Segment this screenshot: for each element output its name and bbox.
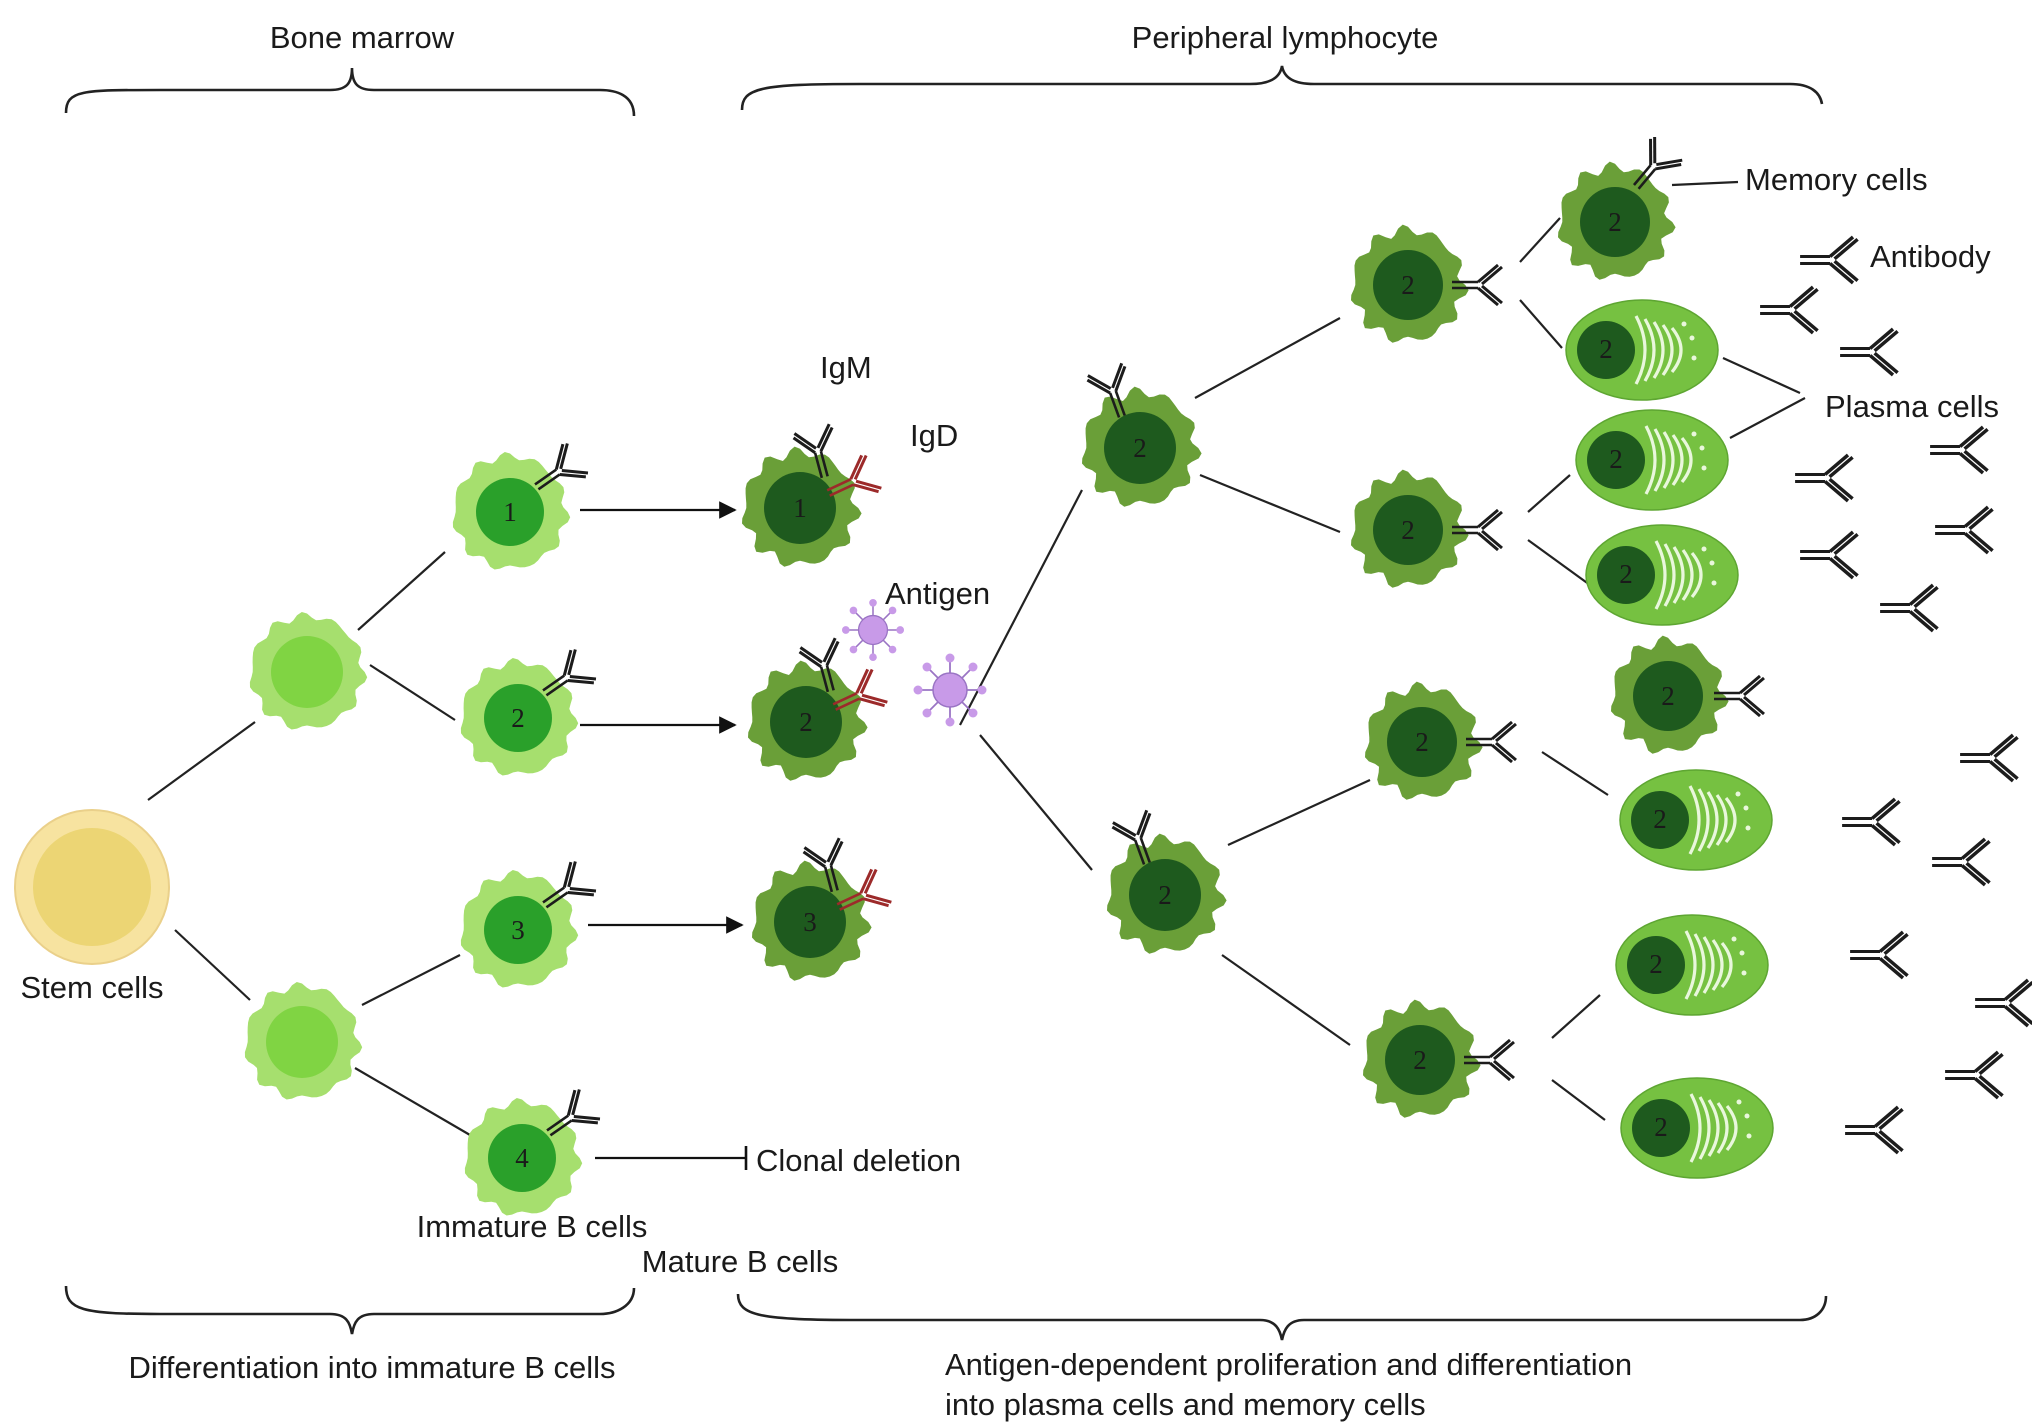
bone-marrow-label: Bone marrow (270, 20, 455, 55)
free-antibody-2 (1758, 285, 1820, 335)
progenitor-cell-upper (249, 612, 368, 730)
free-antibody-12 (1848, 930, 1910, 980)
daughter-b-cell-1-number: 2 (1401, 270, 1415, 300)
mature-b-cell-1: 1 (742, 422, 884, 567)
brace-proliferation (736, 1293, 1828, 1341)
memory-cell-1-number: 2 (1608, 207, 1622, 237)
free-antibody-14 (1943, 1050, 2005, 1100)
activated-b-cell-1: 2 (1082, 361, 1202, 507)
mature-b-cell-2-number: 2 (799, 707, 813, 737)
memory-cell-2: 2 (1611, 635, 1766, 754)
mature-b-cell-3: 3 (752, 836, 894, 981)
plasma-cell-6: 2 (1620, 1077, 1774, 1179)
free-antibody-6 (1798, 530, 1860, 580)
antibody-label: Antibody (1870, 239, 1991, 274)
brace-bone-marrow (64, 67, 636, 117)
free-antibody-1 (1798, 235, 1860, 285)
plasma-cell-2-number: 2 (1609, 444, 1623, 474)
brace-differentiation (64, 1285, 636, 1335)
brace-peripheral (740, 65, 1824, 111)
daughter-b-cell-4-number: 2 (1413, 1045, 1427, 1075)
immature-b-cell-2: 2 (460, 646, 599, 776)
mature-b-cell-3-number: 3 (803, 907, 817, 937)
plasma-cell-2: 2 (1575, 409, 1729, 511)
clonal-deletion-label: Clonal deletion (756, 1143, 961, 1178)
daughter-b-cell-3-number: 2 (1415, 727, 1429, 757)
free-antibody-5 (1928, 425, 1990, 475)
activated-b-cell-2: 2 (1107, 808, 1227, 954)
connector-lines (147, 180, 1806, 1136)
plasma-cell-1: 2 (1565, 299, 1719, 401)
immature-b-cell-4-number: 4 (515, 1143, 529, 1173)
antigen-large (912, 652, 988, 728)
free-antibody-15 (1843, 1105, 1905, 1155)
daughter-b-cell-2-number: 2 (1401, 515, 1415, 545)
progenitor-cell-lower (244, 982, 363, 1100)
plasma-cell-3-number: 2 (1619, 559, 1633, 589)
immature-b-cells-label: Immature B cells (417, 1209, 648, 1244)
peripheral-lymphocyte-label: Peripheral lymphocyte (1132, 20, 1439, 55)
free-antibody-11 (1930, 837, 1992, 887)
free-antibody-4 (1793, 453, 1855, 503)
differentiation-label: Differentiation into immature B cells (128, 1350, 615, 1385)
daughter-b-cell-3: 2 (1365, 681, 1518, 800)
free-antibody-10 (1840, 797, 1902, 847)
stem-cell (14, 809, 170, 965)
daughter-b-cell-4: 2 (1363, 999, 1516, 1118)
plasma-cell-3: 2 (1585, 524, 1739, 626)
immature-b-cell-3: 3 (460, 858, 599, 988)
proliferation-label-line1: Antigen-dependent proliferation and diff… (945, 1347, 1632, 1382)
immature-b-cell-3-number: 3 (511, 915, 525, 945)
mature-b-cell-2: 2 (748, 636, 890, 781)
free-antibody-3 (1838, 327, 1900, 377)
daughter-b-cell-2: 2 (1351, 469, 1504, 588)
plasma-cell-6-number: 2 (1654, 1112, 1668, 1142)
activated-b-cell-1-number: 2 (1133, 433, 1147, 463)
memory-cell-1: 2 (1558, 134, 1686, 280)
immature-b-cell-1-number: 1 (503, 497, 517, 527)
daughter-b-cell-1: 2 (1351, 224, 1504, 343)
mature-b-cells-label: Mature B cells (642, 1244, 838, 1279)
clonal-deletion-inhibitor (595, 1146, 748, 1170)
memory-cell-2-number: 2 (1661, 681, 1675, 711)
memory-cells-label: Memory cells (1745, 162, 1928, 197)
antigen-label: Antigen (885, 576, 990, 611)
immature-b-cell-2-number: 2 (511, 703, 525, 733)
plasma-cell-5: 2 (1615, 914, 1769, 1016)
plasma-cells-label: Plasma cells (1825, 389, 1999, 424)
free-antibody-7 (1933, 505, 1995, 555)
plasma-cell-5-number: 2 (1649, 949, 1663, 979)
igm-label: IgM (820, 350, 872, 385)
mature-b-cell-1-number: 1 (793, 493, 807, 523)
free-antibody-9 (1958, 733, 2020, 783)
proliferation-label-line2: into plasma cells and memory cells (945, 1387, 1426, 1422)
immature-b-cell-1: 1 (452, 440, 591, 570)
plasma-cell-1-number: 2 (1599, 334, 1613, 364)
immature-b-cell-4: 4 (464, 1086, 603, 1216)
free-antibody-13 (1973, 978, 2032, 1028)
stem-cells-label: Stem cells (21, 970, 164, 1005)
plasma-cell-4-number: 2 (1653, 804, 1667, 834)
activated-b-cell-2-number: 2 (1158, 880, 1172, 910)
igd-label: IgD (910, 418, 958, 453)
free-antibody-8 (1878, 583, 1940, 633)
plasma-cell-4: 2 (1619, 769, 1773, 871)
